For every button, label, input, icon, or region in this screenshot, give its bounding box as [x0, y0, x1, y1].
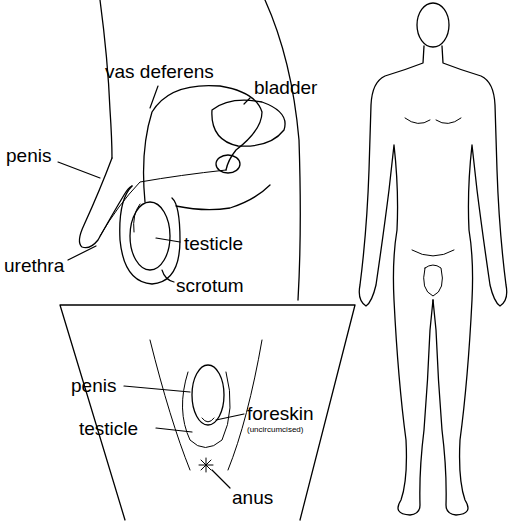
note-label: (uncircumcised)	[247, 426, 303, 434]
standing-figure	[359, 3, 507, 515]
leader-line	[58, 86, 250, 488]
scrotum-shape	[120, 186, 180, 284]
thigh-crease	[150, 340, 262, 470]
foreskin-mark	[202, 418, 214, 422]
part-label: penis	[6, 146, 51, 165]
anus-symbol	[199, 458, 213, 472]
part-label: scrotum	[176, 276, 244, 295]
body-outline	[60, 305, 355, 520]
part-label: foreskin	[247, 404, 314, 423]
part-label: bladder	[254, 78, 317, 97]
penis-shape	[79, 158, 132, 248]
bladder-shape	[212, 100, 285, 146]
part-label: penis	[71, 376, 116, 395]
perineum-line	[176, 185, 270, 210]
part-label: testicle	[79, 419, 138, 438]
vas-deferens-tube	[144, 86, 262, 202]
body-outline	[265, 0, 300, 300]
epididymis	[134, 204, 140, 232]
urethra-line	[100, 170, 226, 236]
penis-shape	[192, 365, 224, 425]
prostate-shape	[216, 155, 240, 173]
part-label: urethra	[4, 256, 64, 275]
part-label: anus	[232, 488, 273, 507]
part-label: vas deferens	[105, 62, 214, 81]
testicle-shape	[130, 202, 170, 270]
part-label: testicle	[184, 234, 243, 253]
